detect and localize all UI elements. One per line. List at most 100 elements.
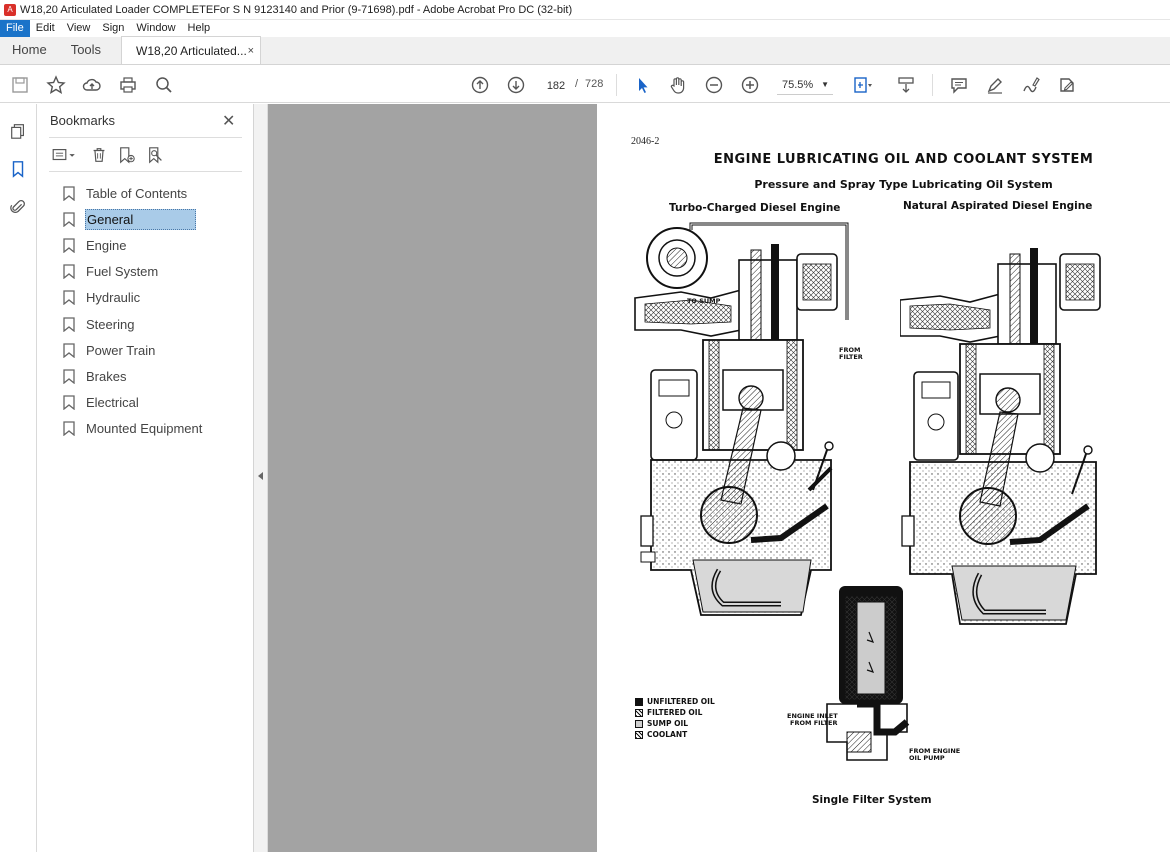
- legend-label: COOLANT: [647, 730, 688, 739]
- legend-swatch: [635, 697, 643, 706]
- bookmark-icon: [63, 395, 75, 411]
- natural-engine-heading: Natural Aspirated Diesel Engine: [903, 200, 1093, 212]
- zoom-in-icon[interactable]: [739, 74, 761, 96]
- bookmark-icon: [63, 264, 75, 280]
- bookmark-icon: [63, 421, 75, 437]
- bookmark-icon: [63, 343, 75, 358]
- document-viewport[interactable]: 2046-2 ENGINE LUBRICATING OIL AND COOLAN…: [268, 104, 1170, 852]
- bookmark-hydraulic[interactable]: Hydraulic: [59, 285, 249, 311]
- oil-filter-diagram: [826, 586, 910, 761]
- menu-view[interactable]: View: [66, 22, 91, 34]
- page-heading: ENGINE LUBRICATING OIL AND COOLANT SYSTE…: [713, 152, 1094, 167]
- page-subheading: Pressure and Spray Type Lubricating Oil …: [754, 178, 1053, 191]
- navigation-rail: [0, 104, 37, 852]
- bookmark-label: Table of Contents: [86, 185, 188, 201]
- engine-inlet-label-2: FROM FILTER: [790, 719, 838, 727]
- pdf-page: 2046-2 ENGINE LUBRICATING OIL AND COOLAN…: [597, 104, 1170, 852]
- bookmark-brakes[interactable]: Brakes: [59, 363, 249, 389]
- bookmark-label: Power Train: [86, 342, 156, 358]
- menu-window[interactable]: Window: [136, 22, 176, 34]
- bookmark-label: General: [85, 208, 197, 230]
- attachments-icon[interactable]: [8, 197, 28, 217]
- sign-icon[interactable]: [1020, 74, 1042, 96]
- engine-inlet-label-1: ENGINE INLET: [787, 712, 838, 720]
- bookmark-electrical[interactable]: Electrical: [59, 390, 249, 416]
- panel-divider: [49, 171, 242, 172]
- page-number-input[interactable]: 182: [540, 75, 572, 95]
- from-filter-label-2: FILTER: [839, 353, 863, 361]
- bookmark-label: Electrical: [86, 395, 139, 411]
- tab-bar: Home Tools W18,20 Articulated... ×: [0, 36, 1170, 65]
- from-pump-label-1: FROM ENGINE: [909, 747, 961, 755]
- menu-file[interactable]: File: [0, 20, 30, 37]
- tab-close-icon[interactable]: ×: [247, 44, 255, 57]
- bookmarks-title: Bookmarks: [50, 113, 116, 128]
- menu-edit[interactable]: Edit: [35, 22, 55, 34]
- search-icon[interactable]: [153, 74, 175, 96]
- bookmark-general[interactable]: General: [59, 206, 249, 232]
- hand-tool-icon[interactable]: [667, 74, 689, 96]
- menu-sign[interactable]: Sign: [102, 22, 125, 34]
- zoom-out-icon[interactable]: [703, 74, 725, 96]
- tab-document[interactable]: W18,20 Articulated... ×: [121, 36, 262, 64]
- bookmark-icon: [63, 369, 75, 384]
- bookmark-power-train[interactable]: Power Train: [59, 337, 249, 363]
- tab-document-label: W18,20 Articulated...: [136, 43, 247, 58]
- filter-caption: Single Filter System: [812, 794, 932, 806]
- print-icon[interactable]: [117, 74, 139, 96]
- bookmark-mounted-equipment[interactable]: Mounted Equipment: [59, 416, 249, 442]
- legend-label: SUMP OIL: [647, 719, 689, 728]
- star-icon[interactable]: [45, 74, 67, 96]
- previous-page-icon[interactable]: [469, 74, 491, 96]
- bookmarks-toolbar: [49, 144, 242, 168]
- new-bookmark-icon[interactable]: [116, 144, 138, 166]
- page-number-label: 2046-2: [631, 136, 660, 147]
- bookmark-label: Brakes: [86, 368, 127, 384]
- bookmarks-panel-icon[interactable]: [8, 159, 28, 179]
- highlight-pen-icon[interactable]: [984, 74, 1006, 96]
- panel-divider: [49, 137, 242, 138]
- bookmark-icon: [63, 185, 75, 201]
- cloud-upload-icon[interactable]: [81, 74, 103, 96]
- bookmark-options-icon[interactable]: [49, 144, 79, 166]
- bookmark-engine[interactable]: Engine: [59, 232, 249, 258]
- close-icon[interactable]: ✕: [222, 113, 236, 130]
- bookmark-fuel-system[interactable]: Fuel System: [59, 259, 249, 285]
- from-pump-label-2: OIL PUMP: [909, 754, 945, 762]
- menu-help[interactable]: Help: [187, 22, 211, 34]
- bookmarks-list: Table of Contents General Engine Fuel Sy…: [59, 180, 249, 442]
- bookmark-icon: [63, 316, 75, 332]
- bookmark-steering[interactable]: Steering: [59, 311, 249, 337]
- next-page-icon[interactable]: [505, 74, 527, 96]
- legend-swatch: [635, 730, 643, 739]
- tab-home[interactable]: Home: [12, 42, 47, 57]
- legend-item: COOLANT: [635, 729, 715, 740]
- page-separator: /: [575, 78, 579, 90]
- delete-bookmark-icon[interactable]: [88, 144, 110, 166]
- legend-item: UNFILTERED OIL: [635, 696, 715, 707]
- select-pointer-icon[interactable]: [632, 74, 654, 96]
- toolbar-divider: [932, 74, 933, 96]
- page-thumbnails-icon[interactable]: [8, 121, 28, 141]
- title-bar: A W18,20 Articulated Loader COMPLETEFor …: [0, 0, 1170, 20]
- tab-tools[interactable]: Tools: [70, 42, 102, 57]
- bookmark-label: Steering: [86, 316, 135, 332]
- edit-pdf-icon[interactable]: [1056, 74, 1078, 96]
- find-bookmark-icon[interactable]: [145, 144, 167, 166]
- legend-swatch: [635, 708, 643, 717]
- chevron-down-icon: ▼: [821, 80, 829, 89]
- panel-splitter[interactable]: [254, 104, 268, 852]
- scroll-mode-icon[interactable]: [895, 74, 917, 96]
- bookmark-label: Fuel System: [86, 264, 159, 280]
- collapse-arrow-icon[interactable]: [258, 472, 263, 480]
- zoom-level-dropdown[interactable]: 75.5% ▼: [777, 75, 833, 95]
- legend-item: FILTERED OIL: [635, 707, 715, 718]
- legend-label: UNFILTERED OIL: [647, 697, 715, 706]
- page-total: 728: [585, 78, 604, 90]
- window-title: W18,20 Articulated Loader COMPLETEFor S …: [20, 3, 573, 16]
- comment-icon[interactable]: [948, 74, 970, 96]
- fit-page-icon[interactable]: [851, 74, 873, 96]
- save-icon[interactable]: [9, 74, 31, 96]
- bookmark-table-of-contents[interactable]: Table of Contents: [59, 180, 249, 206]
- legend-swatch: [635, 719, 643, 728]
